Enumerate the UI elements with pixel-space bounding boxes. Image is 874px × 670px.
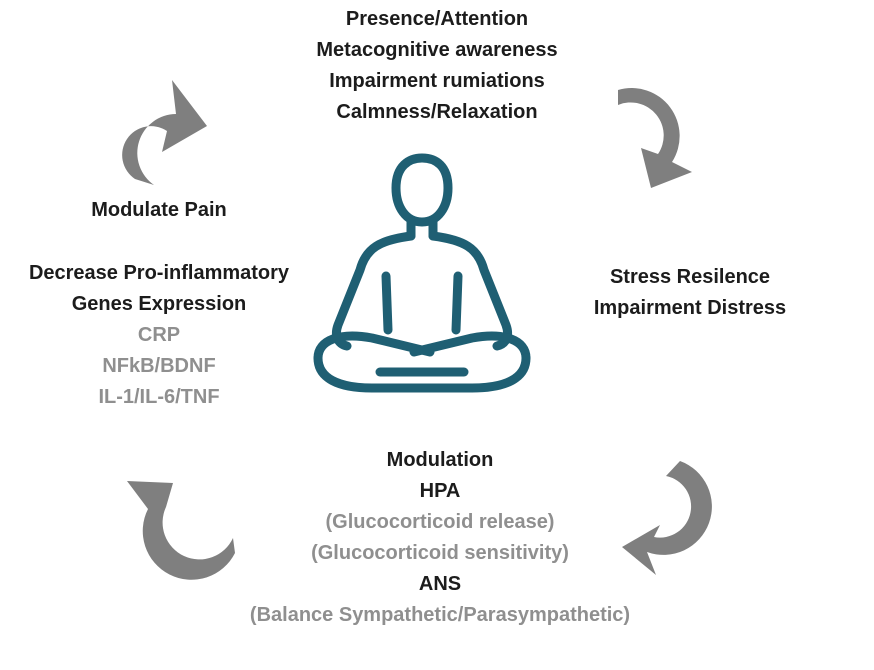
left-line: Genes Expression xyxy=(71,293,247,315)
left-outcomes: Modulate Pain Decrease Pro-inflammatory … xyxy=(0,195,318,413)
ans-label: ANS xyxy=(418,573,462,595)
modulation-title: Modulation xyxy=(386,449,494,471)
cycle-arrows xyxy=(122,80,712,580)
inflammatory-marker: CRP xyxy=(137,324,181,346)
curved-arrow-icon xyxy=(618,88,692,188)
top-outcomes: Presence/Attention Metacognitive awarene… xyxy=(187,4,687,128)
modulate-pain-heading: Modulate Pain xyxy=(91,199,227,221)
inflammatory-marker: NFkB/BDNF xyxy=(102,355,216,377)
hpa-item: (Glucocorticoid release) xyxy=(325,511,555,533)
bottom-outcomes: Modulation HPA (Glucocorticoid release) … xyxy=(180,445,700,631)
top-line: Presence/Attention xyxy=(345,8,529,30)
curved-arrow-icon xyxy=(127,481,235,580)
hpa-label: HPA xyxy=(419,480,461,502)
left-line: Decrease Pro-inflammatory xyxy=(28,262,290,284)
right-outcomes: Stress Resilence Impairment Distress xyxy=(545,262,835,324)
curved-arrow-icon xyxy=(122,80,207,185)
inflammatory-marker: IL-1/IL-6/TNF xyxy=(98,386,220,408)
top-line: Metacognitive awareness xyxy=(316,39,558,61)
hpa-item: (Glucocorticoid sensitivity) xyxy=(311,542,569,564)
meditating-person-icon xyxy=(313,153,531,393)
top-line: Impairment rumiations xyxy=(329,70,545,92)
curved-arrow-icon xyxy=(622,461,712,575)
top-line: Calmness/Relaxation xyxy=(336,101,538,123)
right-line: Stress Resilence xyxy=(609,266,771,288)
right-line: Impairment Distress xyxy=(593,297,787,319)
spacer xyxy=(0,226,318,258)
ans-item: (Balance Sympathetic/Parasympathetic) xyxy=(249,604,631,626)
